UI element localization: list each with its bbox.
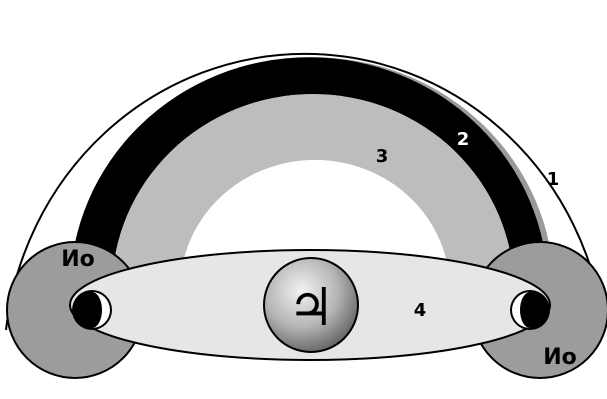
jupiter-planet <box>263 257 359 353</box>
io-left-moon-icon <box>72 290 112 330</box>
io-left-label: Ио <box>61 247 95 272</box>
region-4-label: 4 <box>414 300 427 321</box>
region-3-gray-band <box>112 94 514 290</box>
region-2-black-band <box>70 57 548 290</box>
region-3-label: 3 <box>376 146 389 167</box>
io-right-label: Ио <box>543 345 577 370</box>
jupiter-symbol: ♃ <box>288 278 335 338</box>
io-right-moon-icon <box>510 290 550 330</box>
region-2-label: 2 <box>457 129 470 150</box>
region-1-label: 1 <box>547 169 560 190</box>
